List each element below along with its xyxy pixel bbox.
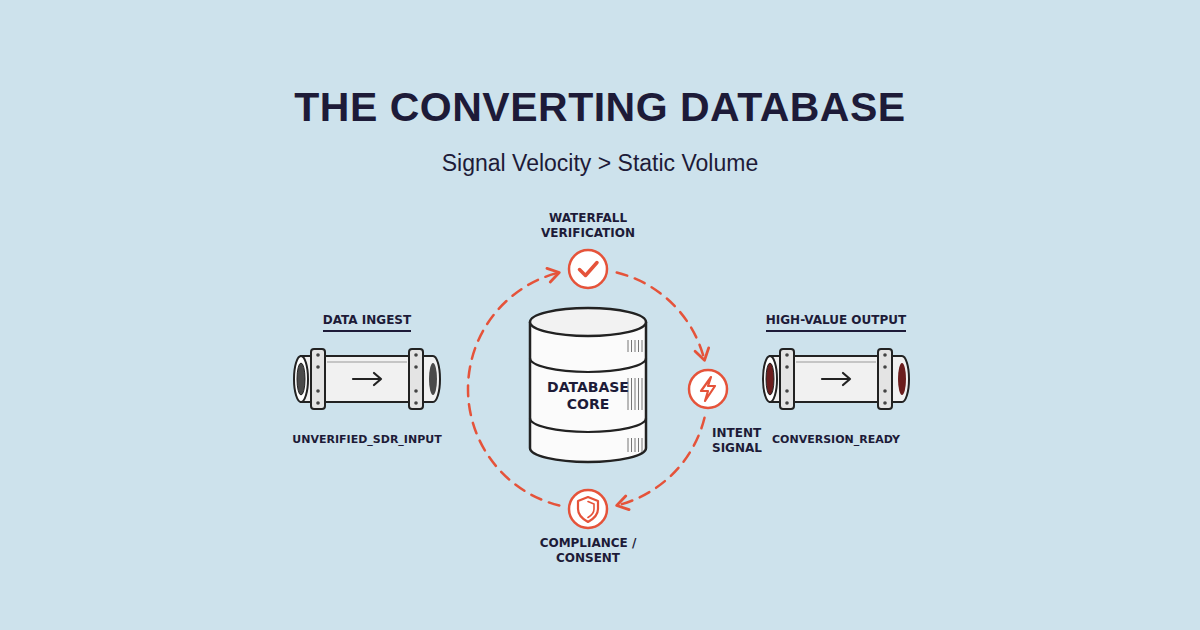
cylinder-top (530, 308, 646, 336)
flange-bolt (316, 365, 320, 369)
pipe-caption: CONVERSION_READY (772, 433, 900, 447)
pipe-illustration (756, 340, 916, 418)
check-mark (580, 263, 598, 276)
step-node: INTENT SIGNAL (687, 368, 770, 456)
diagram-title: THE CONVERTING DATABASE (0, 84, 1200, 131)
flange-bolt (414, 365, 418, 369)
pipe-outlet (429, 363, 437, 395)
step-label: WATERFALL VERIFICATION (532, 211, 644, 241)
pipe-node: DATA INGEST UNVERIFIED_SDR_INPUT (272, 313, 462, 453)
step-node: WATERFALL VERIFICATION (532, 211, 644, 290)
pipe-shine (327, 361, 407, 362)
flange-bolt (785, 401, 789, 405)
shield-outline (578, 497, 598, 522)
pipe-hole (297, 363, 305, 395)
step-icon (567, 488, 609, 530)
arrowhead (617, 496, 629, 510)
arrowhead (695, 348, 709, 360)
step-label: COMPLIANCE / CONSENT (532, 536, 644, 566)
pipe-flange (409, 349, 423, 409)
pipe-outlet (898, 363, 906, 395)
flange-bolt (785, 353, 789, 357)
database-label: DATABASE CORE (540, 379, 636, 413)
flow-arrow (353, 373, 381, 385)
arrowhead (547, 268, 559, 282)
shield-inner (588, 502, 594, 518)
flange-bolt (316, 389, 320, 393)
flow-arrow (822, 373, 850, 385)
pipe-flange (780, 349, 794, 409)
step-label: INTENT SIGNAL (712, 426, 770, 456)
database-node: DATABASE CORE (528, 306, 648, 466)
cylinder-shading (628, 340, 642, 452)
pipe-shine (796, 361, 876, 362)
lightning-bolt (701, 377, 715, 401)
cylinder-bands (530, 358, 646, 432)
icon-ring (689, 370, 727, 408)
pipe-node: HIGH-VALUE OUTPUT CONVERSION_READY (741, 313, 931, 453)
step-node: COMPLIANCE / CONSENT (532, 488, 644, 566)
pipe-flange (878, 349, 892, 409)
flange-bolt (785, 389, 789, 393)
pipe-heading: HIGH-VALUE OUTPUT (766, 313, 906, 332)
flange-bolt (883, 353, 887, 357)
flange-bolt (316, 401, 320, 405)
icon-ring (569, 490, 607, 528)
flange-bolt (414, 401, 418, 405)
subtitle-label: Signal Velocity > Static Volume (0, 150, 1200, 177)
pipe-hole (766, 363, 774, 395)
icon-ring (569, 250, 607, 288)
step-icon (567, 248, 609, 290)
flange-bolt (785, 365, 789, 369)
flange-bolt (883, 389, 887, 393)
pipe-opening (763, 356, 777, 402)
cylinder-body (530, 322, 646, 462)
pipe-caption: UNVERIFIED_SDR_INPUT (292, 433, 441, 447)
flange-bolt (414, 389, 418, 393)
step-icon (687, 368, 729, 410)
pipe-flange (311, 349, 325, 409)
pipe-illustration (287, 340, 447, 418)
flange-bolt (414, 353, 418, 357)
flange-bolt (883, 365, 887, 369)
pipe-opening (294, 356, 308, 402)
flange-bolt (883, 401, 887, 405)
flange-bolt (316, 353, 320, 357)
pipe-heading: DATA INGEST (323, 313, 411, 332)
